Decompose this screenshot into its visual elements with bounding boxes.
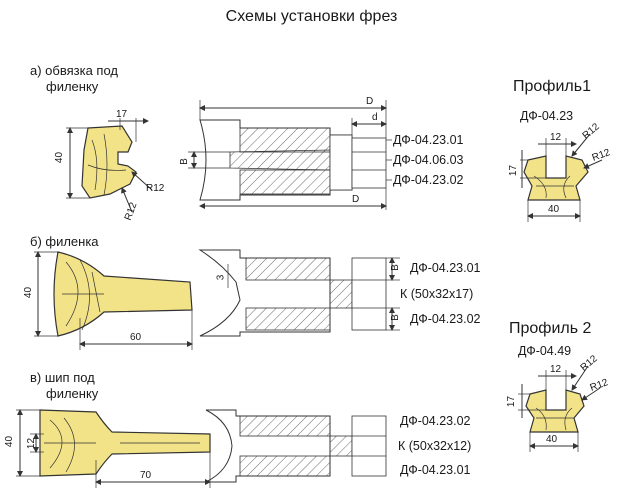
profile2-dim-depth: 17	[506, 395, 518, 408]
section-b-dim-3: 3	[215, 274, 227, 281]
section-a-dim-height: 40	[54, 151, 66, 164]
profile1-drawing	[520, 133, 603, 222]
section-a-profile	[66, 118, 153, 213]
section-b-part-2: К (50х32х17)	[400, 287, 474, 301]
section-b-part-3: ДФ-04.23.02	[410, 312, 481, 326]
section-a-dim-B: B	[178, 158, 190, 165]
profile2-dim-width: 40	[546, 434, 558, 445]
section-c-label-line1: в) шип под	[30, 370, 95, 385]
section-c-cutter-stack	[205, 409, 387, 483]
section-a-label-line2: филенку	[46, 79, 99, 94]
profile2-title: Профиль 2	[509, 320, 592, 337]
section-b-dim-B2: B	[389, 314, 401, 321]
section-a-dim-radius1: R12	[146, 183, 165, 194]
section-a-part-3: ДФ-04.23.02	[393, 173, 464, 187]
page-title: Схемы установки фрез	[225, 8, 398, 25]
section-b-profile	[34, 251, 193, 350]
section-a-dim-d: d	[372, 112, 378, 123]
section-a-dim-D-top: D	[366, 96, 374, 107]
section-c-part-1: ДФ-04.23.02	[400, 414, 471, 428]
profile1-dim-slot: 12	[550, 132, 562, 143]
section-c-dim-length: 70	[140, 470, 152, 481]
section-b-cutter-stack	[198, 249, 400, 337]
section-b-dim-B1: B	[389, 264, 401, 271]
profile2-drawing	[518, 365, 601, 452]
section-a-label-line1: а) обвязка под	[30, 63, 118, 78]
profile2-dim-slot: 12	[550, 364, 562, 375]
section-a-dim-D-bottom: D	[352, 194, 360, 205]
section-c-part-3: ДФ-04.23.01	[400, 463, 471, 477]
profile1-dim-depth: 17	[508, 164, 520, 177]
section-a-cutter-stack	[188, 100, 392, 210]
section-b-dim-height: 40	[23, 286, 35, 299]
section-b-label: б) филенка	[30, 234, 99, 249]
section-c-dim-height: 40	[4, 435, 16, 448]
section-a-part-2: ДФ-04.06.03	[393, 153, 464, 167]
section-b-part-1: ДФ-04.23.01	[410, 261, 481, 275]
section-b-dim-length: 60	[130, 332, 142, 343]
profile1-dim-width: 40	[548, 204, 560, 215]
section-c-part-2: К (50х32х12)	[398, 439, 472, 453]
profile2-cutter: ДФ-04.49	[518, 344, 572, 358]
section-a-part-1: ДФ-04.23.01	[393, 133, 464, 147]
profile1-title: Профиль1	[513, 78, 591, 95]
section-c-profile	[16, 409, 211, 488]
section-c-label-line2: филенку	[46, 386, 99, 401]
profile1-cutter: ДФ-04.23	[520, 109, 574, 123]
section-a-dim-width: 17	[116, 109, 128, 120]
section-c-dim-tenon: 12	[26, 437, 38, 450]
